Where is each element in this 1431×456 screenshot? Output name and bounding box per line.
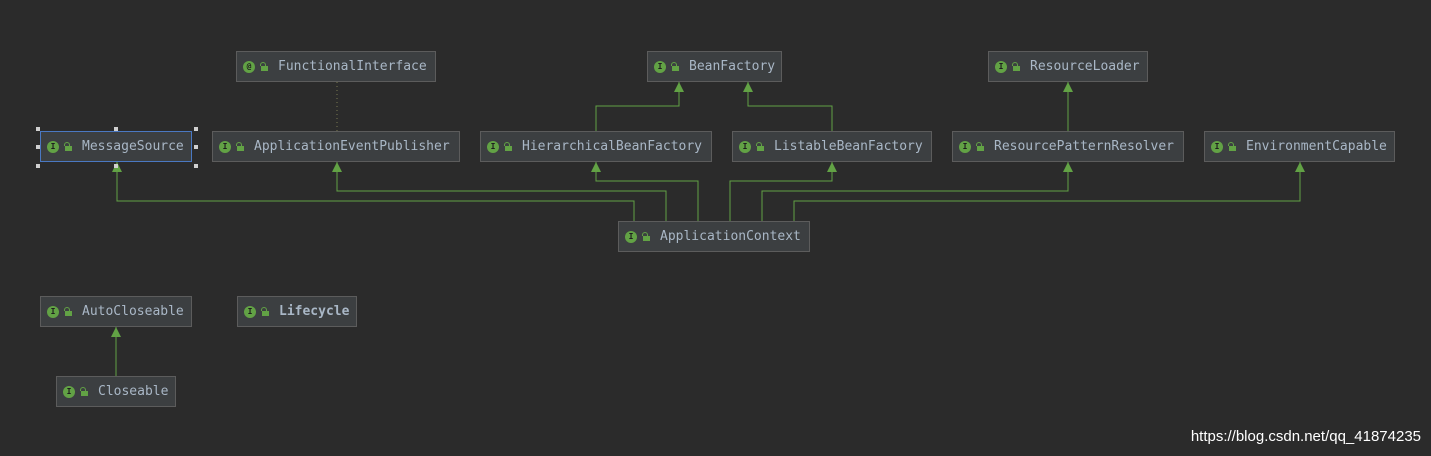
interface-icon: I [739, 140, 751, 153]
node-bean-factory[interactable]: I BeanFactory [647, 51, 782, 82]
node-label: HierarchicalBeanFactory [522, 139, 703, 154]
interface-icon: I [47, 140, 59, 153]
interface-icon: I [1211, 140, 1223, 153]
node-listable-bean-factory[interactable]: I ListableBeanFactory [732, 131, 932, 162]
selection-handle[interactable] [36, 127, 40, 131]
node-lifecycle[interactable]: I Lifecycle [237, 296, 357, 327]
public-visibility-icon [259, 62, 268, 71]
edge-application-context-to-hierarchical-bean-factory [591, 162, 699, 221]
selection-handle[interactable] [194, 127, 198, 131]
public-visibility-icon [63, 307, 72, 316]
interface-icon: I [244, 305, 256, 318]
node-message-source[interactable]: I MessageSource [40, 131, 192, 162]
node-application-context[interactable]: I ApplicationContext [618, 221, 810, 252]
node-environment-capable[interactable]: I EnvironmentCapable [1204, 131, 1395, 162]
node-closeable[interactable]: I Closeable [56, 376, 176, 407]
selection-handle[interactable] [36, 164, 40, 168]
interface-icon: I [47, 305, 59, 318]
arrowhead [1063, 162, 1073, 172]
arrowhead [111, 327, 121, 337]
node-label: AutoCloseable [82, 304, 184, 319]
selection-handle[interactable] [36, 144, 40, 149]
node-label: ListableBeanFactory [774, 139, 923, 154]
interface-icon: I [625, 230, 637, 243]
selection-handle[interactable] [114, 127, 118, 131]
node-label: Closeable [98, 384, 169, 399]
public-visibility-icon [1227, 142, 1236, 151]
node-label: ApplicationContext [660, 229, 801, 244]
annotation-icon: @ [243, 60, 255, 73]
edge-closeable-to-auto-closeable [111, 327, 121, 376]
interface-icon: I [219, 140, 231, 153]
public-visibility-icon [503, 142, 512, 151]
interface-icon: I [487, 140, 499, 153]
edge-application-context-to-environment-capable [793, 162, 1305, 221]
node-label: ResourcePatternResolver [994, 139, 1175, 154]
arrowhead [1063, 82, 1073, 92]
interface-icon: I [995, 60, 1007, 73]
arrowhead [591, 162, 601, 172]
arrowhead [1295, 162, 1305, 172]
node-resource-loader[interactable]: I ResourceLoader [988, 51, 1148, 82]
edge-application-context-to-application-event-publisher [332, 162, 667, 221]
node-resource-pattern-resolver[interactable]: I ResourcePatternResolver [952, 131, 1184, 162]
node-functional-interface[interactable]: @ FunctionalInterface [236, 51, 436, 82]
node-label: BeanFactory [689, 59, 776, 74]
public-visibility-icon [755, 142, 764, 151]
node-label: MessageSource [82, 139, 184, 154]
node-auto-closeable[interactable]: I AutoCloseable [40, 296, 192, 327]
node-hierarchical-bean-factory[interactable]: I HierarchicalBeanFactory [480, 131, 712, 162]
edge-application-context-to-resource-pattern-resolver [761, 162, 1073, 221]
edge-resource-pattern-resolver-to-resource-loader [1063, 82, 1073, 131]
public-visibility-icon [235, 142, 244, 151]
node-label: ResourceLoader [1030, 59, 1140, 74]
edge-listable-bean-factory-to-bean-factory [743, 82, 833, 131]
edge-hierarchical-bean-factory-to-bean-factory [595, 82, 684, 131]
interface-icon: I [63, 385, 75, 398]
arrowhead [332, 162, 342, 172]
node-label: FunctionalInterface [278, 59, 427, 74]
public-visibility-icon [641, 232, 650, 241]
public-visibility-icon [79, 387, 88, 396]
public-visibility-icon [63, 142, 72, 151]
public-visibility-icon [670, 62, 679, 71]
public-visibility-icon [975, 142, 984, 151]
arrowhead [674, 82, 684, 92]
interface-icon: I [654, 60, 666, 73]
node-label: ApplicationEventPublisher [254, 139, 450, 154]
watermark: https://blog.csdn.net/qq_41874235 [1190, 428, 1421, 445]
selection-handle[interactable] [114, 164, 118, 168]
node-application-event-publisher[interactable]: I ApplicationEventPublisher [212, 131, 460, 162]
edge-application-context-to-listable-bean-factory [729, 162, 837, 221]
public-visibility-icon [260, 307, 269, 316]
interface-icon: I [959, 140, 971, 153]
node-label: EnvironmentCapable [1246, 139, 1387, 154]
selection-handle[interactable] [194, 164, 198, 168]
arrowhead [827, 162, 837, 172]
arrowhead [743, 82, 753, 92]
public-visibility-icon [1011, 62, 1020, 71]
selection-handle[interactable] [194, 144, 198, 149]
node-label: Lifecycle [279, 304, 350, 319]
